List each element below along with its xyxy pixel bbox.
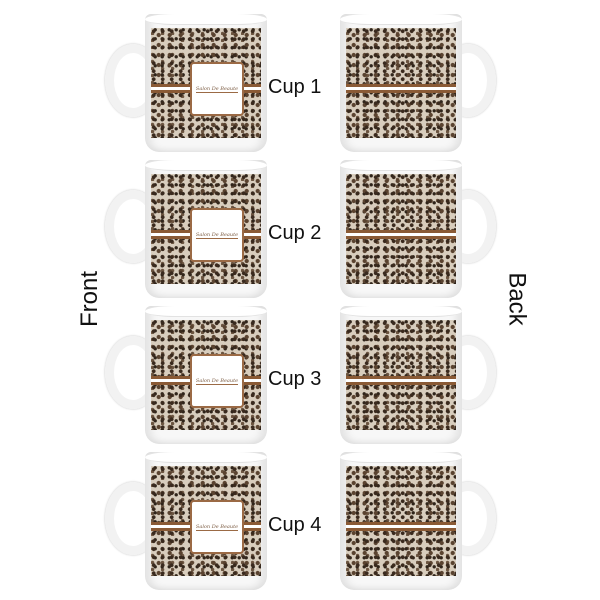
front-label: Front xyxy=(76,270,104,328)
name-label: Salon De Beaute xyxy=(190,500,244,554)
front-cup: Salon De Beaute xyxy=(105,14,275,154)
back-cup xyxy=(340,160,510,300)
front-cup: Salon De Beaute xyxy=(105,306,275,446)
cup-body xyxy=(340,452,462,590)
leopard-pattern xyxy=(346,174,456,284)
stripe xyxy=(346,84,456,93)
leopard-pattern xyxy=(346,28,456,138)
leopard-pattern xyxy=(346,466,456,576)
leopard-pattern xyxy=(151,28,261,138)
stripe xyxy=(346,522,456,531)
stripe xyxy=(346,376,456,385)
cup-label: Cup 3 xyxy=(268,368,322,390)
cup-body xyxy=(340,306,462,444)
cup-body xyxy=(340,160,462,298)
front-cup: Salon De Beaute xyxy=(105,160,275,300)
stripe xyxy=(346,230,456,239)
cup-body: Salon De Beaute xyxy=(145,306,267,444)
name-label: Salon De Beaute xyxy=(190,208,244,262)
cup-label: Cup 1 xyxy=(268,76,322,98)
cup-body xyxy=(340,14,462,152)
name-label: Salon De Beaute xyxy=(190,62,244,116)
personalization-text: Salon De Beaute xyxy=(195,231,239,239)
personalization-text: Salon De Beaute xyxy=(195,377,239,385)
cup-body: Salon De Beaute xyxy=(145,160,267,298)
personalization-text: Salon De Beaute xyxy=(195,523,239,531)
back-cup xyxy=(340,306,510,446)
cup-label: Cup 2 xyxy=(268,222,322,244)
front-cup: Salon De Beaute xyxy=(105,452,275,592)
back-cup xyxy=(340,452,510,592)
leopard-pattern xyxy=(346,320,456,430)
cup-body: Salon De Beaute xyxy=(145,14,267,152)
cup-label: Cup 4 xyxy=(268,514,322,536)
personalization-text: Salon De Beaute xyxy=(195,85,239,93)
back-cup xyxy=(340,14,510,154)
name-label: Salon De Beaute xyxy=(190,354,244,408)
cup-body: Salon De Beaute xyxy=(145,452,267,590)
